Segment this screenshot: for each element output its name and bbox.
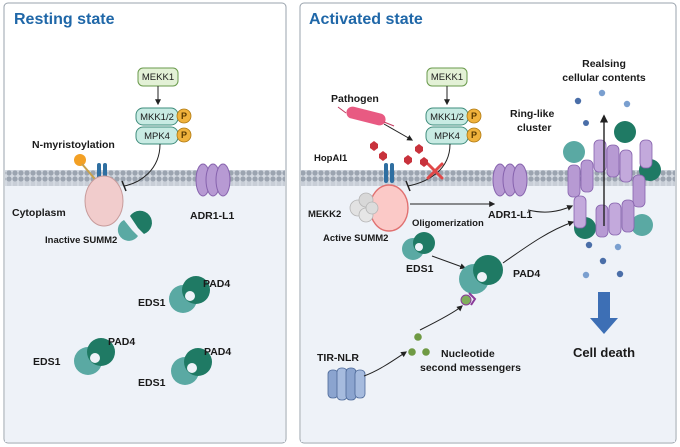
phospho-circle-1 xyxy=(176,108,192,124)
pad4-label-2: PAD4 xyxy=(108,336,135,348)
eds1-label-3: EDS1 xyxy=(138,377,166,389)
mekk2-blob xyxy=(349,192,379,223)
blocked-cross-icon xyxy=(426,162,444,180)
complex-cleft-3 xyxy=(187,363,197,373)
adr1-label: ADR1-L1 xyxy=(190,210,234,222)
eds1-label-1: EDS1 xyxy=(138,297,166,309)
phospho-circle-2 xyxy=(176,127,192,143)
oligomerization-label: Oligomerization xyxy=(412,218,484,229)
summ2-bound-eds1 xyxy=(117,220,138,241)
summ2-bound-pad4 xyxy=(130,210,152,234)
tir-nlr-complex xyxy=(327,367,366,401)
mpk4-label: MPK4 xyxy=(144,131,170,142)
pad4-label-1: PAD4 xyxy=(203,278,230,290)
r-eds1-pad4-small xyxy=(402,232,435,260)
nucleotide-label-2: second messengers xyxy=(420,362,521,374)
cell-death-arrow xyxy=(590,292,618,334)
complex-to-cluster-arrow xyxy=(502,220,575,264)
r-phospho-circle-2 xyxy=(466,127,482,143)
release-label-2: cellular contents xyxy=(562,72,646,84)
myristoyl-head xyxy=(74,154,86,166)
adr1-subunit-3 xyxy=(215,163,231,197)
cell-death-label: Cell death xyxy=(573,345,635,360)
r-mpk4-label: MPK4 xyxy=(434,131,460,142)
hopai1-arrow xyxy=(383,123,414,141)
pathogen-icon xyxy=(337,106,395,127)
left-panel-title: Resting state xyxy=(14,11,115,28)
r-mkk12-label: MKK1/2 xyxy=(430,112,464,123)
complex-cleft-2 xyxy=(90,353,100,363)
ring-cluster-label-1: Ring-like xyxy=(510,108,554,120)
r-mekk1-label: MEKK1 xyxy=(431,72,463,83)
right-panel: Activated state MEKK1 MKK1/2 P MPK4 P Pa… xyxy=(299,2,677,444)
r-phospho-circle-1 xyxy=(466,108,482,124)
r-pad4-label: PAD4 xyxy=(513,268,540,280)
r-adr1-subunit-3 xyxy=(512,163,528,197)
inactive-summ2 xyxy=(84,175,124,227)
left-membrane xyxy=(5,170,285,186)
mekk1-label: MEKK1 xyxy=(142,72,174,83)
active-summ2-label: Active SUMM2 xyxy=(323,233,388,244)
nucleotide-messenger-dots xyxy=(408,333,430,356)
cytoplasm-label: Cytoplasm xyxy=(12,207,66,219)
r-phospho-label-2: P xyxy=(471,130,477,140)
eds1-pad4-complex-2 xyxy=(74,338,115,375)
mkk12-label: MKK1/2 xyxy=(140,112,174,123)
pad4-label-3: PAD4 xyxy=(204,346,231,358)
inhibition-bar xyxy=(121,180,127,192)
messenger-to-complex-arrow xyxy=(419,305,463,331)
eds1-label-2: EDS1 xyxy=(33,356,61,368)
pathogen-label: Pathogen xyxy=(331,93,379,105)
phospho-label-1: P xyxy=(181,111,187,121)
release-label-1: Realsing xyxy=(582,58,626,70)
eds1-to-complex-arrow xyxy=(431,255,467,270)
hopai1-effectors xyxy=(370,141,428,167)
eds1-pad4-complex-1 xyxy=(169,276,210,313)
tir-nlr-label: TIR-NLR xyxy=(317,352,359,364)
tir-nlr-to-messenger-arrow xyxy=(363,351,407,377)
r-phospho-label-1: P xyxy=(471,111,477,121)
right-panel-title: Activated state xyxy=(309,11,423,28)
mekk2-label: MEKK2 xyxy=(308,209,341,220)
inactive-summ2-label: Inactive SUMM2 xyxy=(45,235,117,246)
r-inhibition-bar xyxy=(405,180,411,192)
left-panel: Resting state MEKK1 MKK1/2 P MPK4 P N-my… xyxy=(3,2,287,444)
phospho-label-2: P xyxy=(181,130,187,140)
r-eds1-pad4-complex xyxy=(459,255,503,306)
ring-cluster-label-2: cluster xyxy=(517,122,551,134)
adr1-to-cluster-arrow xyxy=(527,205,574,213)
nucleotide-label-1: Nucleotide xyxy=(441,348,495,360)
r-summ2-tm-2 xyxy=(390,163,394,183)
mpk4-inhibition-line xyxy=(123,143,161,187)
r-summ2-tm-1 xyxy=(384,163,388,183)
eds1-pad4-complex-3 xyxy=(171,348,212,385)
n-myristoylation-label: N-myristoylation xyxy=(32,139,115,151)
ring-like-cluster xyxy=(563,121,661,239)
r-eds1-label-1: EDS1 xyxy=(406,263,434,275)
released-contents-dots xyxy=(574,89,631,279)
hopai1-label: HopAI1 xyxy=(314,153,348,164)
r-adr1-label: ADR1-L1 xyxy=(488,209,532,221)
complex-cleft-1 xyxy=(185,291,195,301)
